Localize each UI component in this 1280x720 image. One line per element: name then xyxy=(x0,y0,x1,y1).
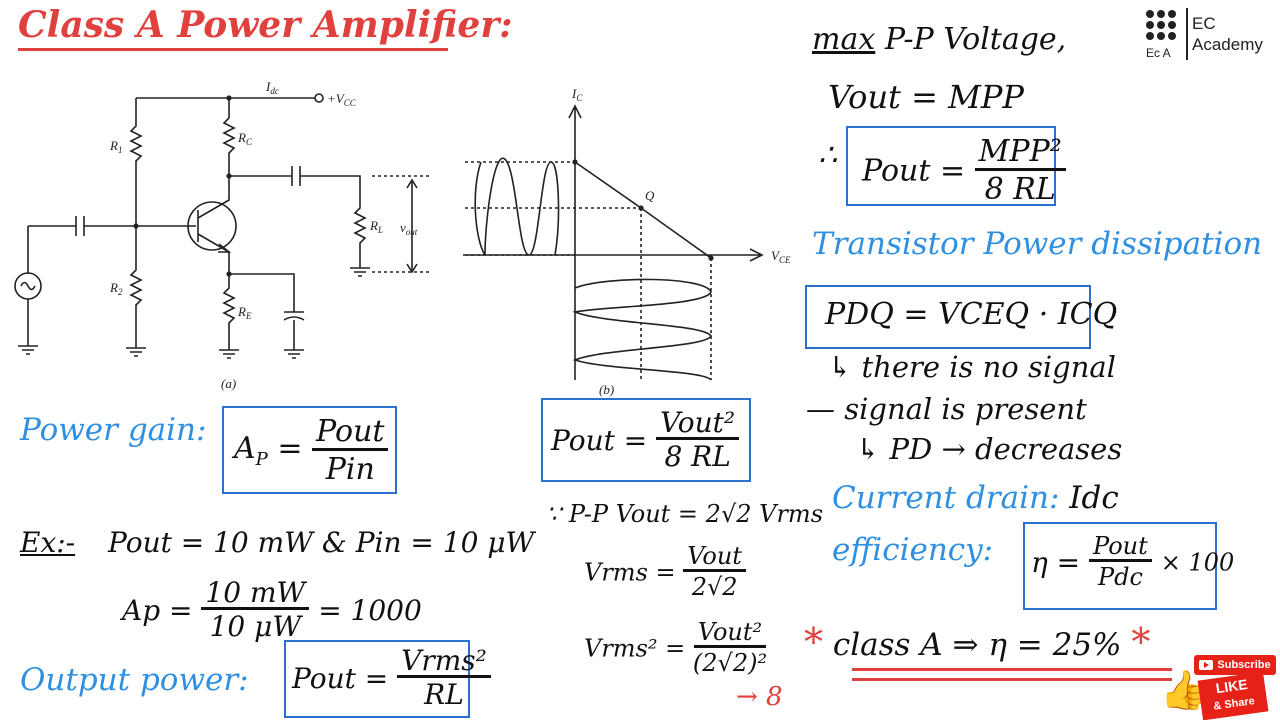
vrms-den: 2√2 xyxy=(691,573,738,602)
pout-lhs: Pout = xyxy=(551,424,648,458)
efficiency-lhs: η = xyxy=(1031,545,1081,579)
efficiency-label: efficiency: xyxy=(832,532,994,568)
label-rl: RL xyxy=(369,218,383,235)
pout-num: Vout² xyxy=(656,408,740,441)
label-re: RE xyxy=(237,304,252,321)
current-drain: Current drain: Idc xyxy=(832,480,1119,516)
label-ic: IC xyxy=(571,86,583,103)
title-underline xyxy=(18,48,448,51)
logo-mark-text: Ec A xyxy=(1146,46,1171,60)
mpp-line2: Vout = MPP xyxy=(828,78,1024,116)
dissipation-note3: ↳ PD → decreases xyxy=(856,432,1123,466)
power-gain-num: Pout xyxy=(312,416,389,451)
power-gain-den: Pin xyxy=(325,451,375,487)
pout-den: 8 RL xyxy=(664,440,731,474)
label-idc: Idc xyxy=(265,79,279,96)
subscribe-button[interactable]: Subscribe xyxy=(1194,655,1276,675)
derivation-line1: ∵ P-P Vout = 2√2 Vrms xyxy=(546,500,824,528)
example-num: 10 mW xyxy=(201,578,310,611)
output-power-num: Vrms² xyxy=(397,646,491,679)
efficiency-mult: × 100 xyxy=(1160,548,1235,577)
dissipation-box: PDQ = VCEQ · ICQ xyxy=(805,285,1117,349)
class-a-note: * class A ⇒ η = 25% * xyxy=(804,620,1151,664)
mpp-line1: max P-P Voltage, xyxy=(812,22,1067,57)
derivation-vrms-squared: Vrms² = Vout²(2√2)² xyxy=(584,618,768,678)
logo-name-2: Academy xyxy=(1192,35,1263,54)
logo-name-1: EC xyxy=(1192,14,1216,33)
label-r2: R2 xyxy=(109,280,123,297)
amplifier-circuit-diagram: Idc +VCC R1 RC RL vout R2 RE (a) xyxy=(14,79,430,391)
page-title: Class A Power Amplifier: xyxy=(18,4,513,46)
power-gain-label: Power gain: xyxy=(20,412,207,448)
vrms-num: Vout xyxy=(683,543,746,573)
label-vout: vout xyxy=(400,220,418,237)
youtube-play-icon xyxy=(1199,660,1214,670)
vrms-sq-den: (2√2)² xyxy=(692,649,768,678)
logo-divider xyxy=(1186,8,1188,60)
mpp-pout-lhs: Pout = xyxy=(862,153,966,189)
dissipation-label: Transistor Power dissipation xyxy=(812,226,1263,262)
output-power-lhs: Pout = xyxy=(292,662,389,696)
derivation-result: → 8 xyxy=(736,682,783,712)
class-a-underline-2 xyxy=(852,678,1172,681)
dissipation-note2: — signal is present xyxy=(806,392,1087,426)
example-label: Ex:- xyxy=(20,526,76,559)
label-vcc: +VCC xyxy=(327,91,357,108)
output-power-den: RL xyxy=(424,678,464,712)
mpp-therefore: ∴ xyxy=(818,138,838,173)
efficiency-num: Pout xyxy=(1089,533,1152,563)
power-gain-lhs: A xyxy=(234,431,256,467)
circuit-caption: (a) xyxy=(221,376,236,391)
label-vce: VCE xyxy=(771,248,791,265)
thumbs-up-icon: 👍 xyxy=(1160,668,1208,712)
example-den: 10 μW xyxy=(209,610,302,644)
efficiency-den: Pdc xyxy=(1097,563,1143,592)
output-power-label: Output power: xyxy=(20,662,249,698)
like-share-button[interactable]: LIKE & Share xyxy=(1197,671,1269,720)
load-line-diagram: IC VCE Q (b) xyxy=(463,86,791,397)
loadline-caption: (b) xyxy=(599,382,614,397)
label-rc: RC xyxy=(237,130,253,147)
mpp-den: 8 RL xyxy=(984,171,1056,207)
example-line1: Pout = 10 mW & Pin = 10 μW xyxy=(108,526,535,559)
dissipation-formula: PDQ = VCEQ · ICQ xyxy=(825,297,1118,332)
logo: Ec A EC Academy xyxy=(1146,8,1276,64)
vrms-sq-num: Vout² xyxy=(693,619,767,649)
logo-dots-icon xyxy=(1146,10,1176,40)
dissipation-note1: ↳ there is no signal xyxy=(828,350,1116,384)
label-r1: R1 xyxy=(109,138,122,155)
mpp-num: MPP² xyxy=(974,136,1066,171)
class-a-underline-1 xyxy=(852,668,1172,671)
label-q-point: Q xyxy=(645,188,655,203)
